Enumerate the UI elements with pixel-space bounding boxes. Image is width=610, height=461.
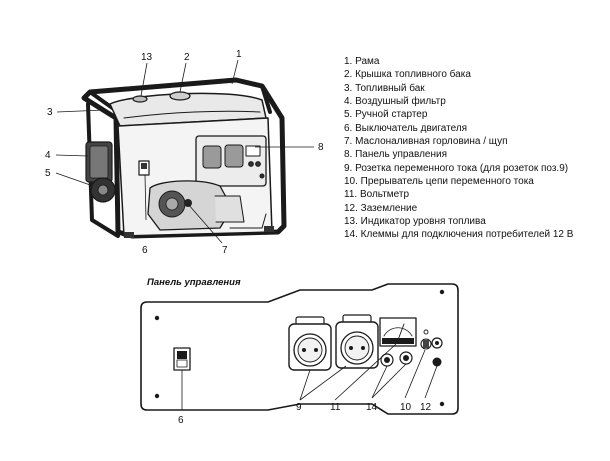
legend-item: 5. Ручной стартер — [344, 109, 428, 121]
callout-1: 1 — [236, 49, 242, 60]
component-legend: 1. Рама 2. Крышка топливного бака 3. Топ… — [344, 55, 573, 242]
control-panel-illustration — [140, 283, 459, 415]
voltmeter — [379, 317, 417, 347]
legend-item: 12. Заземление — [344, 202, 418, 214]
dc-terminals — [380, 351, 413, 367]
callout-8: 8 — [318, 142, 324, 153]
panel-title: Панель управления — [147, 277, 241, 288]
legend-item: 11. Вольтметр — [344, 189, 410, 201]
fuel-tank — [109, 92, 267, 127]
callout-11: 11 — [330, 402, 341, 413]
callout-7: 7 — [222, 245, 228, 256]
callout-3: 3 — [47, 107, 53, 118]
ground-terminal — [431, 337, 443, 367]
generator-illustration — [81, 77, 287, 239]
callout-6-panel: 6 — [178, 415, 184, 426]
callout-6-top: 6 — [142, 245, 148, 256]
legend-item: 13. Индикатор уровня топлива — [344, 216, 486, 228]
callout-12: 12 — [420, 402, 432, 413]
leader-lines-panel — [181, 343, 438, 410]
ac-socket-1 — [288, 316, 332, 371]
ac-socket-2 — [335, 314, 379, 369]
legend-item: 10. Прерыватель цепи переменного тока — [344, 176, 534, 188]
callout-14: 14 — [366, 402, 378, 413]
callout-13: 13 — [141, 52, 153, 63]
legend-item: 2. Крышка топливного бака — [344, 69, 471, 81]
callout-5: 5 — [45, 168, 51, 179]
legend-item: 1. Рама — [344, 56, 380, 67]
circuit-breaker — [420, 329, 432, 350]
fuel-cap — [169, 91, 191, 101]
callouts-top: 13 2 1 3 8 4 5 6 7 — [45, 49, 324, 256]
callout-4: 4 — [45, 150, 51, 161]
legend-item: 9. Розетка переменного тока (для розеток… — [344, 162, 569, 174]
legend-item: 4. Воздушный фильтр — [344, 96, 446, 108]
leader-lines-top — [55, 59, 314, 244]
callout-9: 9 — [296, 402, 302, 413]
legend-item: 14. Клеммы для подключения потребителей … — [344, 229, 574, 241]
frame — [81, 77, 287, 239]
legend-item: 6. Выключатель двигателя — [344, 122, 468, 134]
legend-item: 8. Панель управления — [344, 149, 447, 161]
panel-outline — [140, 283, 459, 415]
legend-item: 3. Топливный бак — [344, 82, 425, 94]
fuel-gauge — [132, 95, 148, 103]
callout-2: 2 — [184, 52, 190, 63]
oil-filler — [184, 199, 192, 207]
legend-item: 7. Маслоналивная горловина / щуп — [344, 136, 508, 148]
callout-10: 10 — [400, 402, 412, 413]
callouts-panel: 9 11 14 10 12 6 — [178, 402, 432, 426]
